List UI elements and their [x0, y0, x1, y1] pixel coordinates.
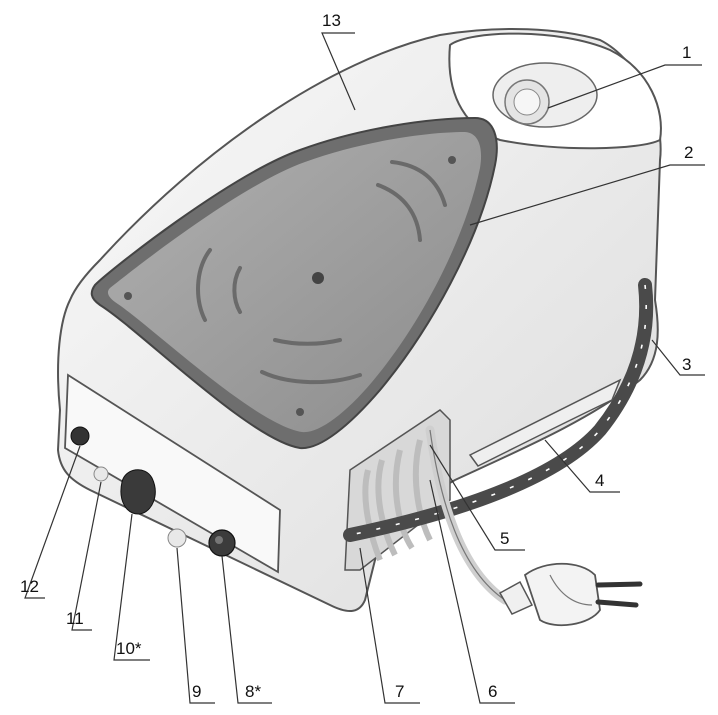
leader-12 — [24, 445, 81, 599]
label-13: 13 — [322, 11, 341, 30]
soleplate-screw-3 — [448, 156, 456, 164]
leader-13 — [321, 32, 356, 111]
leader-8 — [221, 555, 272, 704]
power-switch — [70, 426, 90, 446]
leader-3 — [651, 339, 705, 376]
leader-5 — [429, 444, 525, 551]
leader-4 — [544, 439, 620, 493]
label-6: 6 — [488, 682, 497, 701]
label-12: 12 — [20, 577, 39, 596]
coiled-cord — [362, 439, 433, 562]
label-5: 5 — [500, 529, 509, 548]
soleplate-screw-2 — [296, 408, 304, 416]
leader-1 — [547, 64, 702, 109]
power-plug — [498, 562, 643, 627]
callout-labels: 1 2 3 4 5 6 7 8* 9 10* 11 12 13 — [20, 11, 693, 701]
label-8: 8* — [245, 682, 261, 701]
label-4: 4 — [595, 471, 604, 490]
soleplate-grooves — [196, 160, 447, 385]
soleplate-screw-1 — [124, 292, 132, 300]
side-handle-slot — [468, 378, 622, 467]
label-2: 2 — [684, 143, 693, 162]
leader-11 — [71, 481, 102, 631]
label-7: 7 — [395, 682, 404, 701]
label-11: 11 — [66, 609, 84, 628]
leader-6 — [429, 479, 515, 704]
soleplate-rest-surface — [107, 132, 482, 433]
control-panel — [64, 373, 281, 574]
label-3: 3 — [682, 355, 691, 374]
label-9: 9 — [192, 682, 201, 701]
leader-10 — [113, 513, 150, 661]
label-10: 10* — [116, 639, 142, 658]
indicator-light-11 — [93, 466, 109, 482]
leader-7 — [359, 547, 420, 704]
label-1: 1 — [682, 43, 691, 62]
steam-dial — [120, 469, 156, 515]
leader-lines — [24, 32, 705, 704]
soleplate-center-hole — [312, 272, 324, 284]
leader-2 — [469, 164, 705, 226]
leader-9 — [176, 547, 215, 704]
indicator-light-9 — [167, 528, 187, 548]
tank-cap-knob — [504, 79, 550, 125]
steam-button-8 — [208, 529, 236, 557]
steam-hose — [343, 278, 654, 542]
